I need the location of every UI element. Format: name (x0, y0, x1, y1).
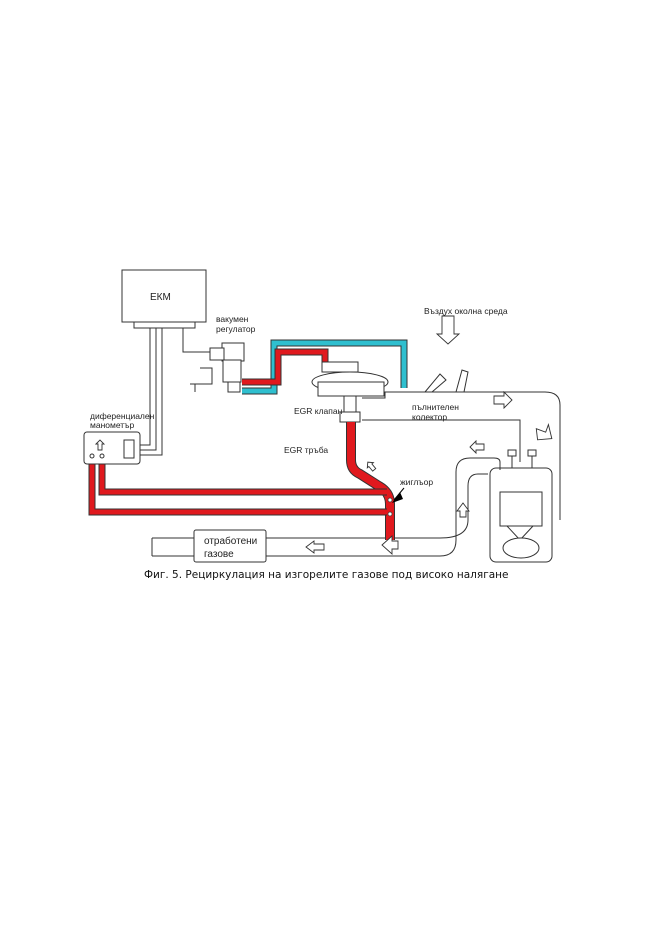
ambient-air-arrow-icon (435, 315, 461, 345)
exhaust-system: отработени газове (151, 439, 501, 563)
vacuum-line (242, 339, 408, 395)
vacuum-regulator-label-1: вакумен (216, 314, 249, 324)
ecm-label: ЕКМ (150, 292, 171, 303)
intake-manifold-label-1: пълнителен (412, 402, 459, 412)
intake-down-arrow-icon (535, 423, 553, 441)
engine-cylinder (489, 449, 553, 563)
intake-manifold: пълнителен колектор (362, 369, 561, 520)
vacuum-regulator-label-2: регулатор (216, 324, 256, 334)
exhaust-up-arrow-icon (456, 502, 470, 518)
vacuum-regulator: вакумен регулатор (190, 314, 256, 393)
exhaust-label-2: газове (204, 549, 234, 560)
orifice: жиглъор (387, 477, 433, 517)
diff-gauge-label-1: диференциален (90, 411, 155, 421)
ambient-air: Въздух околна среда (424, 306, 508, 345)
gauge-arrow-icon (94, 439, 106, 451)
gauge-pressure-lines (88, 458, 387, 516)
exhaust-label-1: отработени (204, 535, 257, 547)
differential-gauge: диференциален манометър (83, 411, 155, 465)
orifice-label: жиглъор (400, 477, 433, 487)
ambient-air-label: Въздух околна среда (424, 306, 508, 316)
egr-inlet-arrow-icon (381, 534, 399, 556)
orifice-pointer-icon (392, 492, 403, 503)
exhaust-flow-arrow-icon (305, 540, 325, 554)
regulator-to-valve-hose (242, 348, 329, 386)
egr-pipe-label: EGR тръба (284, 445, 328, 455)
ecm-wires (136, 328, 210, 456)
figure-caption: Фиг. 5. Рециркулация на изгорелите газов… (144, 569, 508, 581)
intake-flow-arrow-icon (493, 390, 513, 410)
ecm-unit: ЕКМ (121, 269, 207, 329)
intake-manifold-label-2: колектор (412, 412, 447, 422)
exhaust-manifold-arrow-icon (469, 439, 485, 455)
egr-valve: EGR клапан (294, 361, 389, 423)
egr-valve-label: EGR клапан (294, 406, 343, 416)
egr-pipe: EGR тръба (284, 422, 399, 556)
egr-pipe-arrow-icon (366, 461, 377, 472)
diff-gauge-label-2: манометър (90, 420, 134, 430)
